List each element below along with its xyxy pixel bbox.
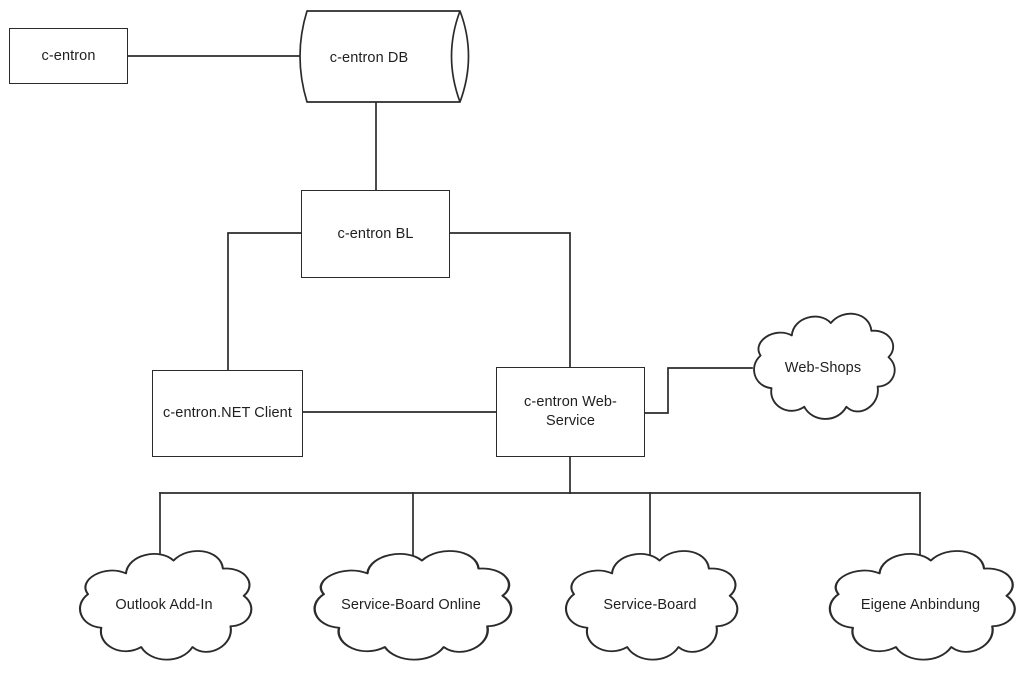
node-web-shops[interactable]: Web-Shops — [745, 306, 901, 430]
node-eigene-anbindung[interactable]: Eigene Anbindung — [818, 543, 1023, 671]
node-web-service-label-line1: c-entron Web- — [524, 394, 617, 411]
cloud-shape — [753, 312, 896, 420]
cloud-shape — [828, 550, 1016, 661]
cloud-shape — [78, 550, 253, 661]
node-service-board[interactable]: Service-Board — [555, 543, 745, 671]
node-web-service[interactable]: c-entron Web- Service — [496, 367, 645, 457]
cloud-shape — [564, 550, 739, 661]
node-centron-bl-label: c-entron BL — [337, 225, 414, 242]
node-centron[interactable]: c-entron — [9, 28, 128, 84]
node-outlook-addin[interactable]: Outlook Add-In — [69, 543, 259, 671]
node-centron-db[interactable]: c-entron DB — [299, 8, 470, 106]
node-centron-bl[interactable]: c-entron BL — [301, 190, 450, 278]
node-web-service-label-line2: Service — [545, 413, 596, 429]
cloud-shape — [313, 550, 513, 661]
node-web-service-label: c-entron Web- Service — [518, 393, 623, 430]
cylinder-shape — [299, 10, 470, 103]
node-net-client[interactable]: c-entron.NET Client — [152, 370, 303, 457]
node-net-client-label: c-entron.NET Client — [163, 405, 292, 422]
node-centron-label: c-entron — [41, 47, 96, 64]
node-service-board-online[interactable]: Service-Board Online — [302, 543, 520, 671]
